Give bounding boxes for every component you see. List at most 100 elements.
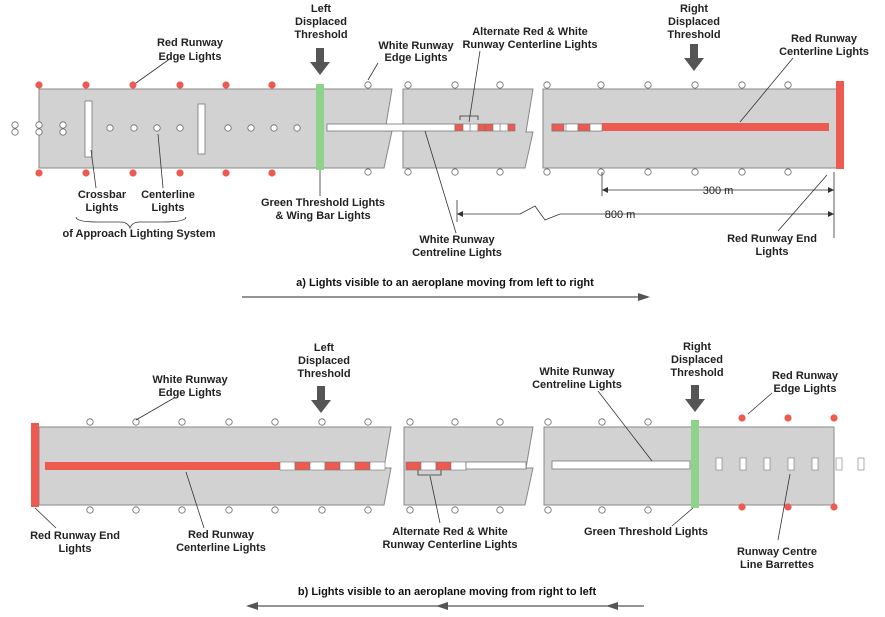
red-edge-light: [222, 81, 230, 89]
right-threshold-arrow-a: [684, 44, 704, 71]
approach-centerline-light: [247, 124, 255, 132]
red-edge-light: [176, 81, 184, 89]
white-edge-light: [784, 81, 792, 89]
crossbar-light: [197, 103, 206, 155]
barrette-light: [787, 457, 795, 471]
centerline-segment: [279, 461, 296, 471]
white-edge-light: [404, 168, 412, 176]
alt-centerline-a: [454, 123, 516, 132]
red-end-lights-b: [31, 423, 39, 507]
direction-arrow-b: [246, 602, 644, 610]
white-edge-light: [738, 168, 746, 176]
approach-centerline-light: [130, 124, 138, 132]
white-edge-light: [544, 418, 552, 426]
red-edge-light: [830, 503, 838, 511]
label-green-threshold-a: Green Threshold Lights& Wing Bar Lights: [261, 197, 385, 222]
white-edge-light: [691, 81, 699, 89]
white-edge-light: [543, 81, 551, 89]
white-edge-light: [451, 81, 459, 89]
approach-light: [11, 121, 19, 129]
label-green-threshold-b: Green Threshold Lights: [584, 526, 708, 538]
centerline-segment: [565, 123, 579, 132]
white-edge-light: [598, 418, 606, 426]
centerline-segment: [551, 123, 565, 132]
white-edge-light: [496, 418, 504, 426]
centerline-segment: [492, 123, 501, 132]
white-edge-light: [271, 418, 279, 426]
alt-centerline-b: [279, 461, 386, 471]
white-edge-light: [86, 418, 94, 426]
white-edge-light: [86, 506, 94, 514]
edge-lights-b: [86, 414, 838, 514]
centerline-segment: [454, 123, 464, 132]
barrette-light: [739, 457, 747, 471]
red-edge-light: [129, 169, 137, 177]
centerline-segment: [499, 123, 509, 132]
centerline-segment: [477, 123, 486, 132]
approach-light: [35, 128, 43, 136]
white-edge-light: [691, 168, 699, 176]
label-dist-300: 300 m: [703, 185, 734, 197]
white-centreline-b: [465, 461, 527, 470]
white-edge-light: [451, 168, 459, 176]
barrette-light: [811, 457, 819, 471]
barrette-light: [857, 457, 865, 471]
red-edge-light: [268, 81, 276, 89]
white-centreline-b2: [551, 460, 691, 470]
white-edge-light: [132, 418, 140, 426]
approach-light: [11, 128, 19, 136]
caption-a: a) Lights visible to an aeroplane moving…: [296, 277, 594, 289]
white-edge-light: [364, 418, 372, 426]
approach-centerline-light: [224, 124, 232, 132]
white-edge-light: [318, 418, 326, 426]
white-edge-light: [404, 81, 412, 89]
white-edge-light: [496, 168, 504, 176]
centerline-segment: [469, 123, 479, 132]
red-edge-light: [129, 81, 137, 89]
centerline-segment: [484, 123, 494, 132]
centre-line-barrettes: [715, 457, 865, 471]
white-edge-light: [225, 506, 233, 514]
red-edge-light: [268, 169, 276, 177]
white-edge-light: [178, 418, 186, 426]
white-edge-light: [544, 506, 552, 514]
centerline-segment: [462, 123, 471, 132]
green-threshold-b: [691, 420, 699, 508]
centerline-segment: [405, 461, 422, 471]
white-edge-light: [597, 81, 605, 89]
white-edge-light: [496, 81, 504, 89]
edge-and-approach-lights-a: [11, 81, 792, 177]
white-edge-light: [644, 418, 652, 426]
red-edge-light: [738, 414, 746, 422]
label-approach-system-a: of Approach Lighting System: [63, 228, 216, 240]
barrette-light: [763, 457, 771, 471]
caption-b: b) Lights visible to an aeroplane moving…: [298, 586, 597, 598]
centerline-segment: [324, 461, 341, 471]
right-threshold-arrow-b: [685, 385, 705, 412]
white-edge-light: [406, 418, 414, 426]
centerline-segment: [354, 461, 371, 471]
red-edge-light: [738, 503, 746, 511]
red-centerline-b: [45, 462, 280, 470]
white-edge-light: [271, 506, 279, 514]
white-edge-light: [738, 81, 746, 89]
crossbar-light: [84, 100, 93, 158]
centerline-segment: [294, 461, 311, 471]
white-edge-light: [644, 168, 652, 176]
alt-centerline-b2: [405, 461, 467, 471]
white-edge-light: [598, 506, 606, 514]
white-edge-light: [644, 81, 652, 89]
